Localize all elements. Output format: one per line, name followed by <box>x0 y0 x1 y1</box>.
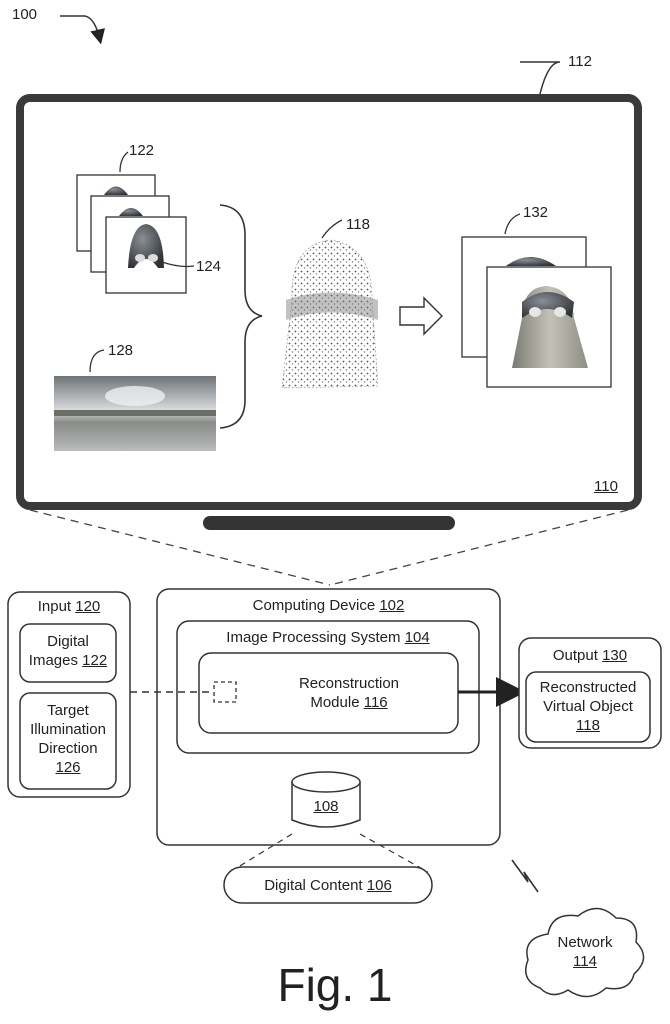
ref-110: 110 <box>594 478 618 495</box>
storage-ref: 108 <box>292 797 360 816</box>
image-processing-system-title: Image Processing System 104 <box>177 628 479 647</box>
module-port <box>214 682 236 702</box>
ref-122-top: 122 <box>129 142 154 159</box>
ref-124: 124 <box>196 258 221 275</box>
reconstructed-object-label: Reconstructed Virtual Object 118 <box>526 678 650 735</box>
figure-caption: Fig. 1 <box>0 958 670 1012</box>
input-title: Input 120 <box>8 597 130 616</box>
target-illumination-label: Target Illumination Direction 126 <box>20 701 116 777</box>
digital-content-label: Digital Content 106 <box>224 876 432 895</box>
output-title: Output 130 <box>519 646 661 665</box>
computing-device-title: Computing Device 102 <box>157 596 500 615</box>
ref-100-leader <box>60 16 100 40</box>
ref-112: 112 <box>568 53 592 70</box>
ref-100: 100 <box>12 6 37 23</box>
ref-118-cloud: 118 <box>346 216 370 233</box>
ref-132: 132 <box>523 204 548 221</box>
reconstruction-module-label: Reconstruction Module 116 <box>240 674 458 712</box>
lightning-bolt-icon <box>512 860 538 892</box>
display-stand <box>203 516 455 530</box>
digital-images-label: Digital Images 122 <box>20 632 116 670</box>
ref-112-leader <box>520 62 560 94</box>
ref-128: 128 <box>108 342 133 359</box>
